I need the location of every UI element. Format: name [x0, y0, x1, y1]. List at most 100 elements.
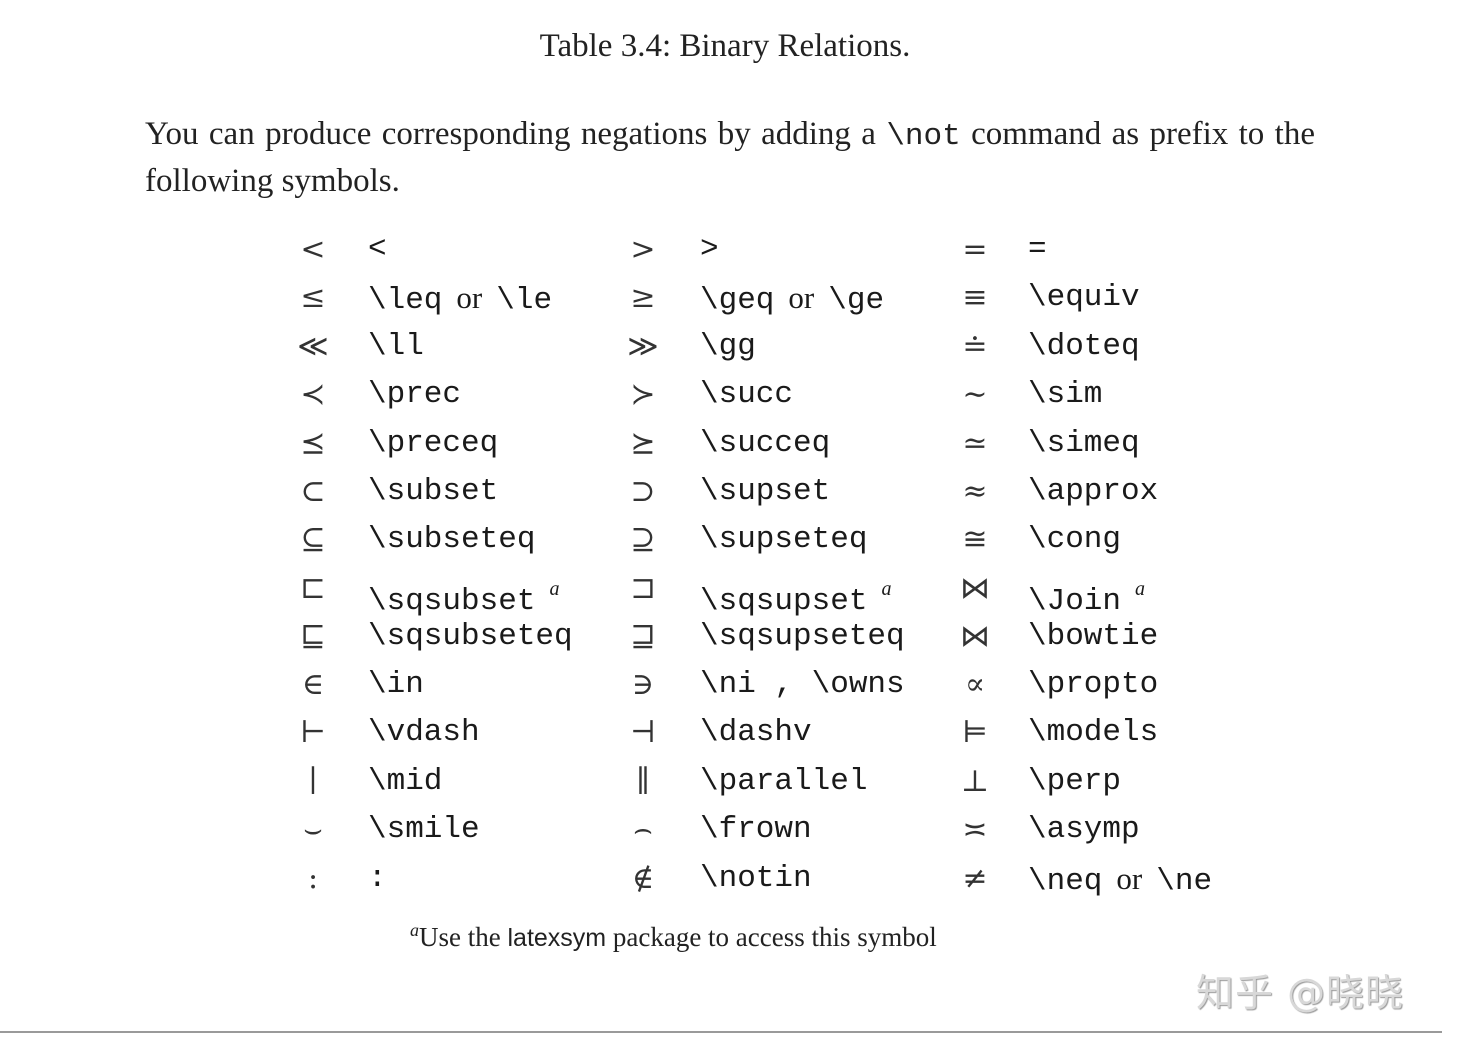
latex-command: \supset — [700, 468, 830, 516]
table-row: ⌣\smile⌢\frown≍\asymp — [288, 806, 1248, 854]
footnote: aUse the latexsym package to access this… — [410, 920, 937, 953]
latex-command: \approx — [1028, 468, 1158, 516]
relation-symbol: ≻ — [630, 377, 656, 412]
relation-symbol: ⊂ — [300, 474, 326, 509]
command-name: : — [368, 861, 387, 896]
table-row: ≺\prec≻\succ∼\sim — [288, 371, 1248, 419]
latex-command: \simeq — [1028, 420, 1140, 468]
command-alias: \ge — [828, 283, 885, 318]
latex-command: : — [368, 855, 387, 903]
footnote-before: Use the — [419, 922, 508, 952]
command-name: \parallel — [700, 764, 868, 799]
command-name: \sqsupset — [700, 584, 868, 619]
relation-symbol: ⪯ — [300, 426, 326, 461]
command-name: \gg — [700, 329, 756, 364]
relation-symbol: ∋ — [631, 667, 655, 702]
latex-command: \perp — [1028, 758, 1121, 806]
command-name: \geq — [700, 283, 775, 318]
latex-command: \models — [1028, 709, 1158, 757]
footnote-marker: a — [881, 578, 892, 600]
relation-symbol: ∼ — [962, 377, 988, 412]
intro-paragraph: You can produce corresponding negations … — [145, 112, 1315, 203]
command-name: \equiv — [1028, 280, 1140, 315]
relation-symbol: ⊆ — [300, 522, 326, 557]
command-name: = — [1028, 232, 1047, 267]
command-name: \sim — [1028, 377, 1103, 412]
relation-symbol: ∣ — [308, 764, 318, 799]
command-name: \sqsubset — [368, 584, 536, 619]
latex-command: \parallel — [700, 758, 867, 806]
command-name: \sqsupseteq — [700, 619, 905, 654]
footnote-mark: a — [410, 920, 419, 940]
latex-command: \succ — [700, 371, 793, 419]
relation-symbol: ≈ — [962, 474, 988, 509]
command-name: \approx — [1028, 474, 1159, 509]
command-name: \succeq — [700, 426, 831, 461]
relation-symbol: ∈ — [301, 667, 325, 702]
command-name: \leq — [368, 283, 443, 318]
command-name: \mid — [368, 764, 443, 799]
command-name: < — [368, 232, 387, 267]
latex-command: \notin — [700, 855, 812, 903]
latex-command: \propto — [1028, 661, 1158, 709]
latex-command: \gg — [700, 323, 756, 371]
relation-symbol: ⊐ — [630, 571, 656, 606]
latex-command: \mid — [368, 758, 442, 806]
command-alias: \le — [496, 283, 553, 318]
relation-symbol: = — [962, 232, 988, 267]
latex-command: \subset — [368, 468, 498, 516]
table-row: ⊢\vdash⊣\dashv⊨\models — [288, 709, 1248, 757]
command-alias: \ne — [1156, 864, 1213, 899]
command-name: \ll — [368, 329, 424, 364]
latex-command: \ll — [368, 323, 424, 371]
command-name: \asymp — [1028, 812, 1140, 847]
footnote-marker: a — [1135, 578, 1146, 600]
command-name: \propto — [1028, 667, 1159, 702]
command-name: \sqsubseteq — [368, 619, 573, 654]
command-name: \vdash — [368, 715, 480, 750]
command-name: \bowtie — [1028, 619, 1159, 654]
command-name: \frown — [700, 812, 812, 847]
relation-symbol: ⋈ — [960, 619, 990, 654]
table-row: ⊆\subseteq⊇\supseteq≅\cong — [288, 516, 1248, 564]
relation-symbol: ⋈ — [960, 571, 990, 606]
intro-text-after: command as prefix to the following symbo… — [145, 116, 1315, 199]
latex-command: \sim — [1028, 371, 1102, 419]
command-name: \dashv — [700, 715, 812, 750]
relation-symbol: ⊇ — [630, 522, 656, 557]
relation-symbol: ≪ — [297, 329, 329, 364]
watermark: 知乎 @晓晓 — [1196, 971, 1405, 1015]
command-name: \preceq — [368, 426, 499, 461]
command-name: \supseteq — [700, 522, 868, 557]
table-row: ∈\in∋\ni , \owns∝\propto — [288, 661, 1248, 709]
command-name: \succ — [700, 377, 794, 412]
command-name: \simeq — [1028, 426, 1140, 461]
relation-symbol: ≫ — [627, 329, 659, 364]
relation-symbol: ⊣ — [630, 715, 656, 750]
latex-command: \frown — [700, 806, 812, 854]
latex-command: \bowtie — [1028, 613, 1158, 661]
command-name: \doteq — [1028, 329, 1140, 364]
relation-symbol: ⪰ — [630, 426, 656, 461]
relation-symbol: > — [630, 232, 656, 267]
latex-command: < — [368, 226, 387, 274]
command-name: \prec — [368, 377, 462, 412]
latex-command: \smile — [368, 806, 480, 854]
latex-command: > — [700, 226, 719, 274]
relation-symbol: < — [300, 232, 326, 267]
table-row: ⊂\subset⊃\supset≈\approx — [288, 468, 1248, 516]
table-row: ≪\ll≫\gg≐\doteq — [288, 323, 1248, 371]
table-caption: Table 3.4: Binary Relations. — [539, 28, 911, 64]
command-name: \models — [1028, 715, 1159, 750]
relation-symbol: ≤ — [300, 280, 326, 315]
latex-command: \sqsupseteq — [700, 613, 905, 661]
relation-symbol: ∉ — [631, 861, 655, 896]
latex-command: = — [1028, 226, 1047, 274]
latex-command: \equiv — [1028, 274, 1140, 322]
table-row: < < > > = = — [288, 226, 1248, 274]
latex-command: \vdash — [368, 709, 480, 757]
